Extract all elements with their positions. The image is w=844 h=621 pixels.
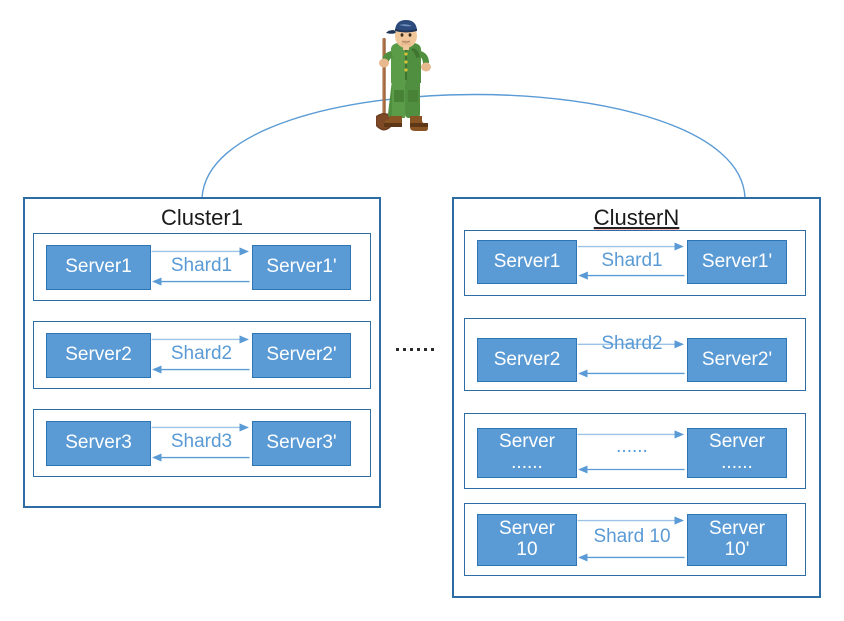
server-box-replica[interactable]: Server3' [252,421,351,466]
server-label-line2: ...... [511,452,543,473]
server-box-primary[interactable]: Server2 [46,333,151,378]
server-box-replica[interactable]: Server1' [252,245,351,290]
character-head [386,20,417,50]
server-label: Server [709,431,765,453]
server-box-primary[interactable]: Server...... [477,428,577,478]
shard-row-inner: Server2 Server2' Shard2 [465,319,805,390]
server-label: Server1 [65,256,132,278]
server-label: Server [499,518,555,540]
shard-label: Shard1 [601,250,663,271]
shard-row[interactable]: Server2 Server2' Shard2 [464,318,806,391]
ellipsis-dot [431,348,434,351]
shard-label: Shard2 [170,343,233,364]
server-label: Server2 [493,348,561,370]
server-label: Server1 [493,250,561,272]
server-box-primary[interactable]: Server3 [46,421,151,466]
cluster-title-text: ClusterN [593,205,680,230]
server-label-line2: 10 [516,539,538,560]
shard-row[interactable]: Server1 Server1' Shard1 [464,230,806,296]
server-label: Server1' [701,250,773,272]
server-box-primary[interactable]: Server1 [477,240,577,284]
server-label: Server [709,518,765,540]
character-legs [388,80,420,118]
shard-row[interactable]: Server3 Server3' Shard3 [33,409,371,477]
server-label-line2: 10' [724,539,750,560]
ellipsis-dot [410,348,413,351]
server-label: Server3 [65,432,132,454]
ellipsis-dot [417,348,420,351]
shard-label: Shard3 [170,431,233,452]
server-box-primary[interactable]: Server2 [477,338,577,382]
cluster-gap-ellipsis [396,348,434,351]
ellipsis-dot [424,348,427,351]
server-box-replica[interactable]: Server2' [687,338,787,382]
shard-row-inner: Server2 Server2' Shard2 [34,322,370,388]
shard-row[interactable]: Server2 Server2' Shard2 [33,321,371,389]
ellipsis-dot [396,348,399,351]
worker-character-illustration [376,20,431,131]
shard-row-inner: Server......Server............ [465,414,805,488]
server-label: Server2' [266,344,337,366]
server-label-line2: ...... [721,452,753,473]
shard-row-inner: Server3 Server3' Shard3 [34,410,370,476]
shard-label: ...... [616,436,648,457]
shard-row-inner: Server1 Server1' Shard1 [465,231,805,295]
character-boots [384,116,428,131]
server-label: Server1' [266,256,337,278]
server-box-primary[interactable]: Server1 [46,245,151,290]
server-box-replica[interactable]: Server1' [687,240,787,284]
shard-label: Shard1 [170,255,233,276]
server-box-replica[interactable]: Server...... [687,428,787,478]
cap-icon [386,20,417,34]
server-label: Server2' [701,348,773,370]
shard-row-inner: Server1 Server1' Shard1 [34,234,370,300]
ellipsis-dot [403,348,406,351]
shard-row[interactable]: Server1 Server1' Shard1 [33,233,371,301]
server-label: Server2 [65,344,132,366]
shard-row[interactable]: Server......Server............ [464,413,806,489]
cluster-title: Cluster1 [161,205,243,230]
server-box-replica[interactable]: Server2' [252,333,351,378]
cluster-title: ClusterN [454,205,819,231]
shard-label: Shard 10 [593,526,671,547]
shard-label: Shard2 [601,333,663,354]
server-label: Server3' [266,432,337,454]
character-arms [379,51,431,72]
server-label: Server [499,431,555,453]
character-body [391,43,421,83]
